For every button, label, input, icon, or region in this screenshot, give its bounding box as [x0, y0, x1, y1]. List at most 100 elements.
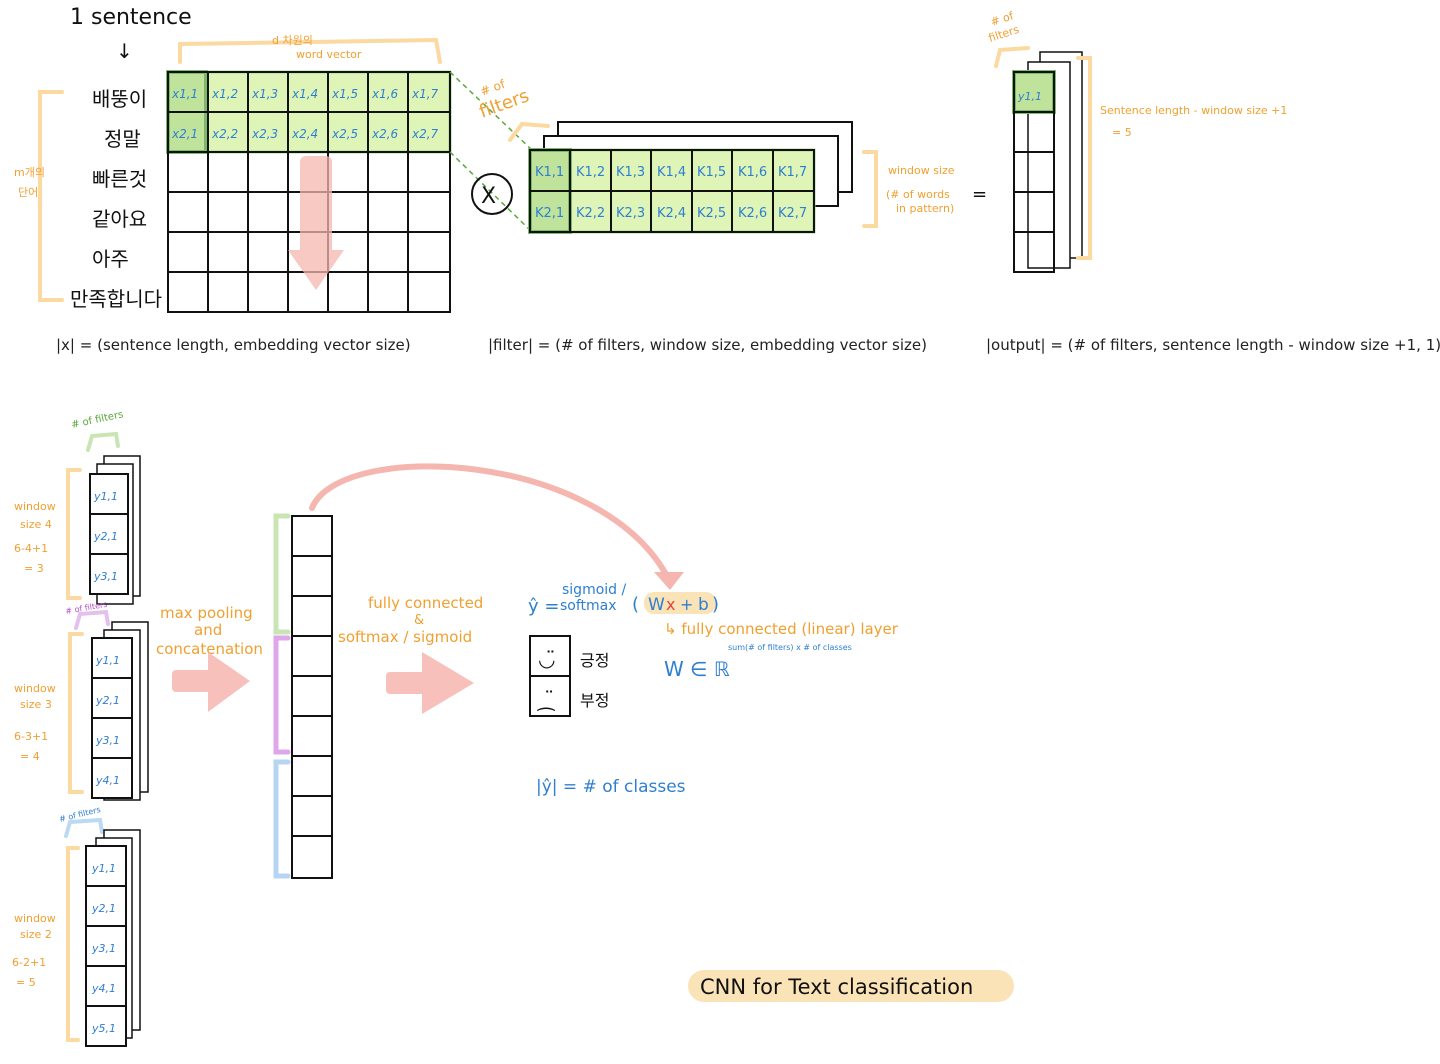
w-symbol: W	[648, 595, 665, 615]
diagram-title: CNN for Text classification	[700, 975, 973, 999]
window-words-label-2: in pattern)	[896, 202, 954, 215]
window-size-label: window size	[888, 164, 955, 177]
x-cell: x2,7	[411, 127, 439, 141]
output-cell: y1,1	[1017, 90, 1042, 103]
group1-calc-1: 6-4+1	[14, 542, 48, 555]
group1-calc-2: = 3	[24, 562, 44, 575]
k-cell: K2,5	[697, 206, 726, 221]
x-cell: x2,5	[331, 127, 358, 141]
k-cell: K2,6	[738, 206, 767, 221]
m-words-label-1: m개의	[14, 166, 45, 179]
k-cell: K2,1	[535, 206, 564, 221]
x-cell: x1,2	[211, 87, 238, 101]
yhat-size-formula: |ŷ| = # of classes	[536, 777, 686, 797]
y-cell: y4,1	[91, 982, 116, 995]
fc-layer-note: ↳ fully connected (linear) layer	[664, 620, 899, 638]
feature-map-group-3: # of filters y1,1 y2,1 y3,1 y4,1 y5,1 wi…	[12, 805, 141, 1047]
output-shape-formula: |output| = (# of filters, sentence lengt…	[986, 336, 1440, 354]
group2-calc-2: = 4	[20, 750, 40, 763]
connector-line	[449, 71, 533, 151]
max-pool-label-3: concatenation	[156, 640, 263, 658]
group3-calc-2: = 5	[16, 976, 36, 989]
group1-window-label-1: window	[14, 500, 56, 513]
convolution-symbol	[471, 173, 513, 215]
word-vector-label-1: d 차원의	[272, 34, 313, 47]
y-cell: y3,1	[93, 570, 118, 583]
times-symbol: X	[481, 184, 496, 209]
x-cell: x1,3	[251, 87, 278, 101]
word-6: 만족합니다	[70, 287, 162, 311]
y-cell: y1,1	[95, 654, 120, 667]
y-cell: y1,1	[91, 862, 116, 875]
frown-face-icon: ⁔̈	[537, 687, 555, 711]
group2-calc-1: 6-3+1	[14, 730, 48, 743]
output-filters-bracket	[994, 46, 1030, 68]
x-cell: x2,6	[371, 127, 399, 141]
paren-open: (	[632, 594, 639, 615]
group1-window-label-2: size 4	[20, 518, 52, 531]
group3-calc-1: 6-2+1	[12, 956, 46, 969]
negative-label: 부정	[580, 691, 609, 710]
equals-sign: =	[972, 184, 987, 205]
group1-filters-label: # of filters	[70, 409, 124, 431]
k-cell: K1,1	[535, 165, 564, 180]
k-cell: K2,7	[778, 206, 807, 221]
plus-symbol: +	[680, 595, 693, 614]
k-cell: K2,2	[576, 206, 605, 221]
k-cell: K2,4	[657, 206, 686, 221]
word-2: 정말	[104, 127, 141, 151]
down-arrow-icon: ↓	[116, 39, 133, 63]
concatenated-vector	[291, 515, 333, 879]
k-cell: K1,6	[738, 165, 767, 180]
y-cell: y2,1	[95, 694, 120, 707]
group3-window-label-2: size 2	[20, 928, 52, 941]
word-vector-bracket	[178, 37, 442, 64]
filter-grid	[529, 149, 815, 233]
positive-label: 긍정	[580, 651, 609, 670]
word-5: 아주	[92, 247, 129, 271]
x-cell: x1,6	[371, 87, 399, 101]
y-cell: y3,1	[91, 942, 116, 955]
word-vector-label-2: word vector	[296, 48, 362, 61]
curved-arrow-head-icon	[654, 572, 684, 590]
sentence-label: 1 sentence	[70, 5, 192, 30]
x-cell: x2,1	[171, 127, 198, 141]
m-words-bracket	[38, 90, 64, 302]
k-cells-row2: K2,1 K2,2 K2,3 K2,4 K2,5 K2,6 K2,7	[535, 206, 807, 221]
output-length-label: Sentence length - window size +1	[1100, 104, 1287, 117]
k-cell: K1,5	[697, 165, 726, 180]
m-words-label-2: 단어	[18, 186, 38, 199]
sigmoid-label: sigmoid /	[562, 582, 627, 598]
group1-filters-bracket	[86, 431, 120, 452]
x-cell: x1,1	[171, 87, 198, 101]
output-length-value: = 5	[1112, 126, 1132, 139]
feature-map-group-2: # of filters y1,1 y2,1 y3,1 y4,1 window …	[14, 600, 149, 801]
curved-arrow-to-weights	[309, 463, 671, 581]
x-shape-formula: |x| = (sentence length, embedding vector…	[56, 336, 411, 354]
class-output-boxes	[529, 635, 571, 717]
x-cell: x2,2	[211, 127, 238, 141]
slide-down-arrow-icon	[288, 156, 344, 290]
group2-window-label-2: size 3	[20, 698, 52, 711]
group2-window-label-1: window	[14, 682, 56, 695]
k-cell: K2,3	[616, 206, 645, 221]
word-1: 배뚱이	[92, 87, 147, 111]
x-cell: x1,7	[411, 87, 439, 101]
input-matrix-grid	[167, 71, 451, 313]
softmax-label: softmax	[560, 598, 617, 614]
x-cells-row2: x2,1 x2,2 x2,3 x2,4 x2,5 x2,6 x2,7	[171, 127, 439, 141]
max-pool-arrow-icon	[172, 652, 250, 712]
x-cell: x2,3	[251, 127, 278, 141]
word-list: 배뚱이 정말 빠른것 같아요 아주 만족합니다	[70, 87, 162, 311]
paren-close: )	[712, 594, 719, 615]
x-cell: x2,4	[291, 127, 318, 141]
y-cell: y2,1	[91, 902, 116, 915]
k-cell: K1,2	[576, 165, 605, 180]
x-cell: x1,4	[291, 87, 318, 101]
output-grid	[1013, 71, 1055, 273]
concat-bracket-green	[273, 513, 291, 635]
k-cells-row1: K1,1 K1,2 K1,3 K1,4 K1,5 K1,6 K1,7	[535, 165, 807, 180]
fc-label-3: softmax / sigmoid	[338, 628, 472, 646]
fc-arrow-icon	[386, 652, 474, 714]
y-cell: y5,1	[91, 1022, 116, 1035]
